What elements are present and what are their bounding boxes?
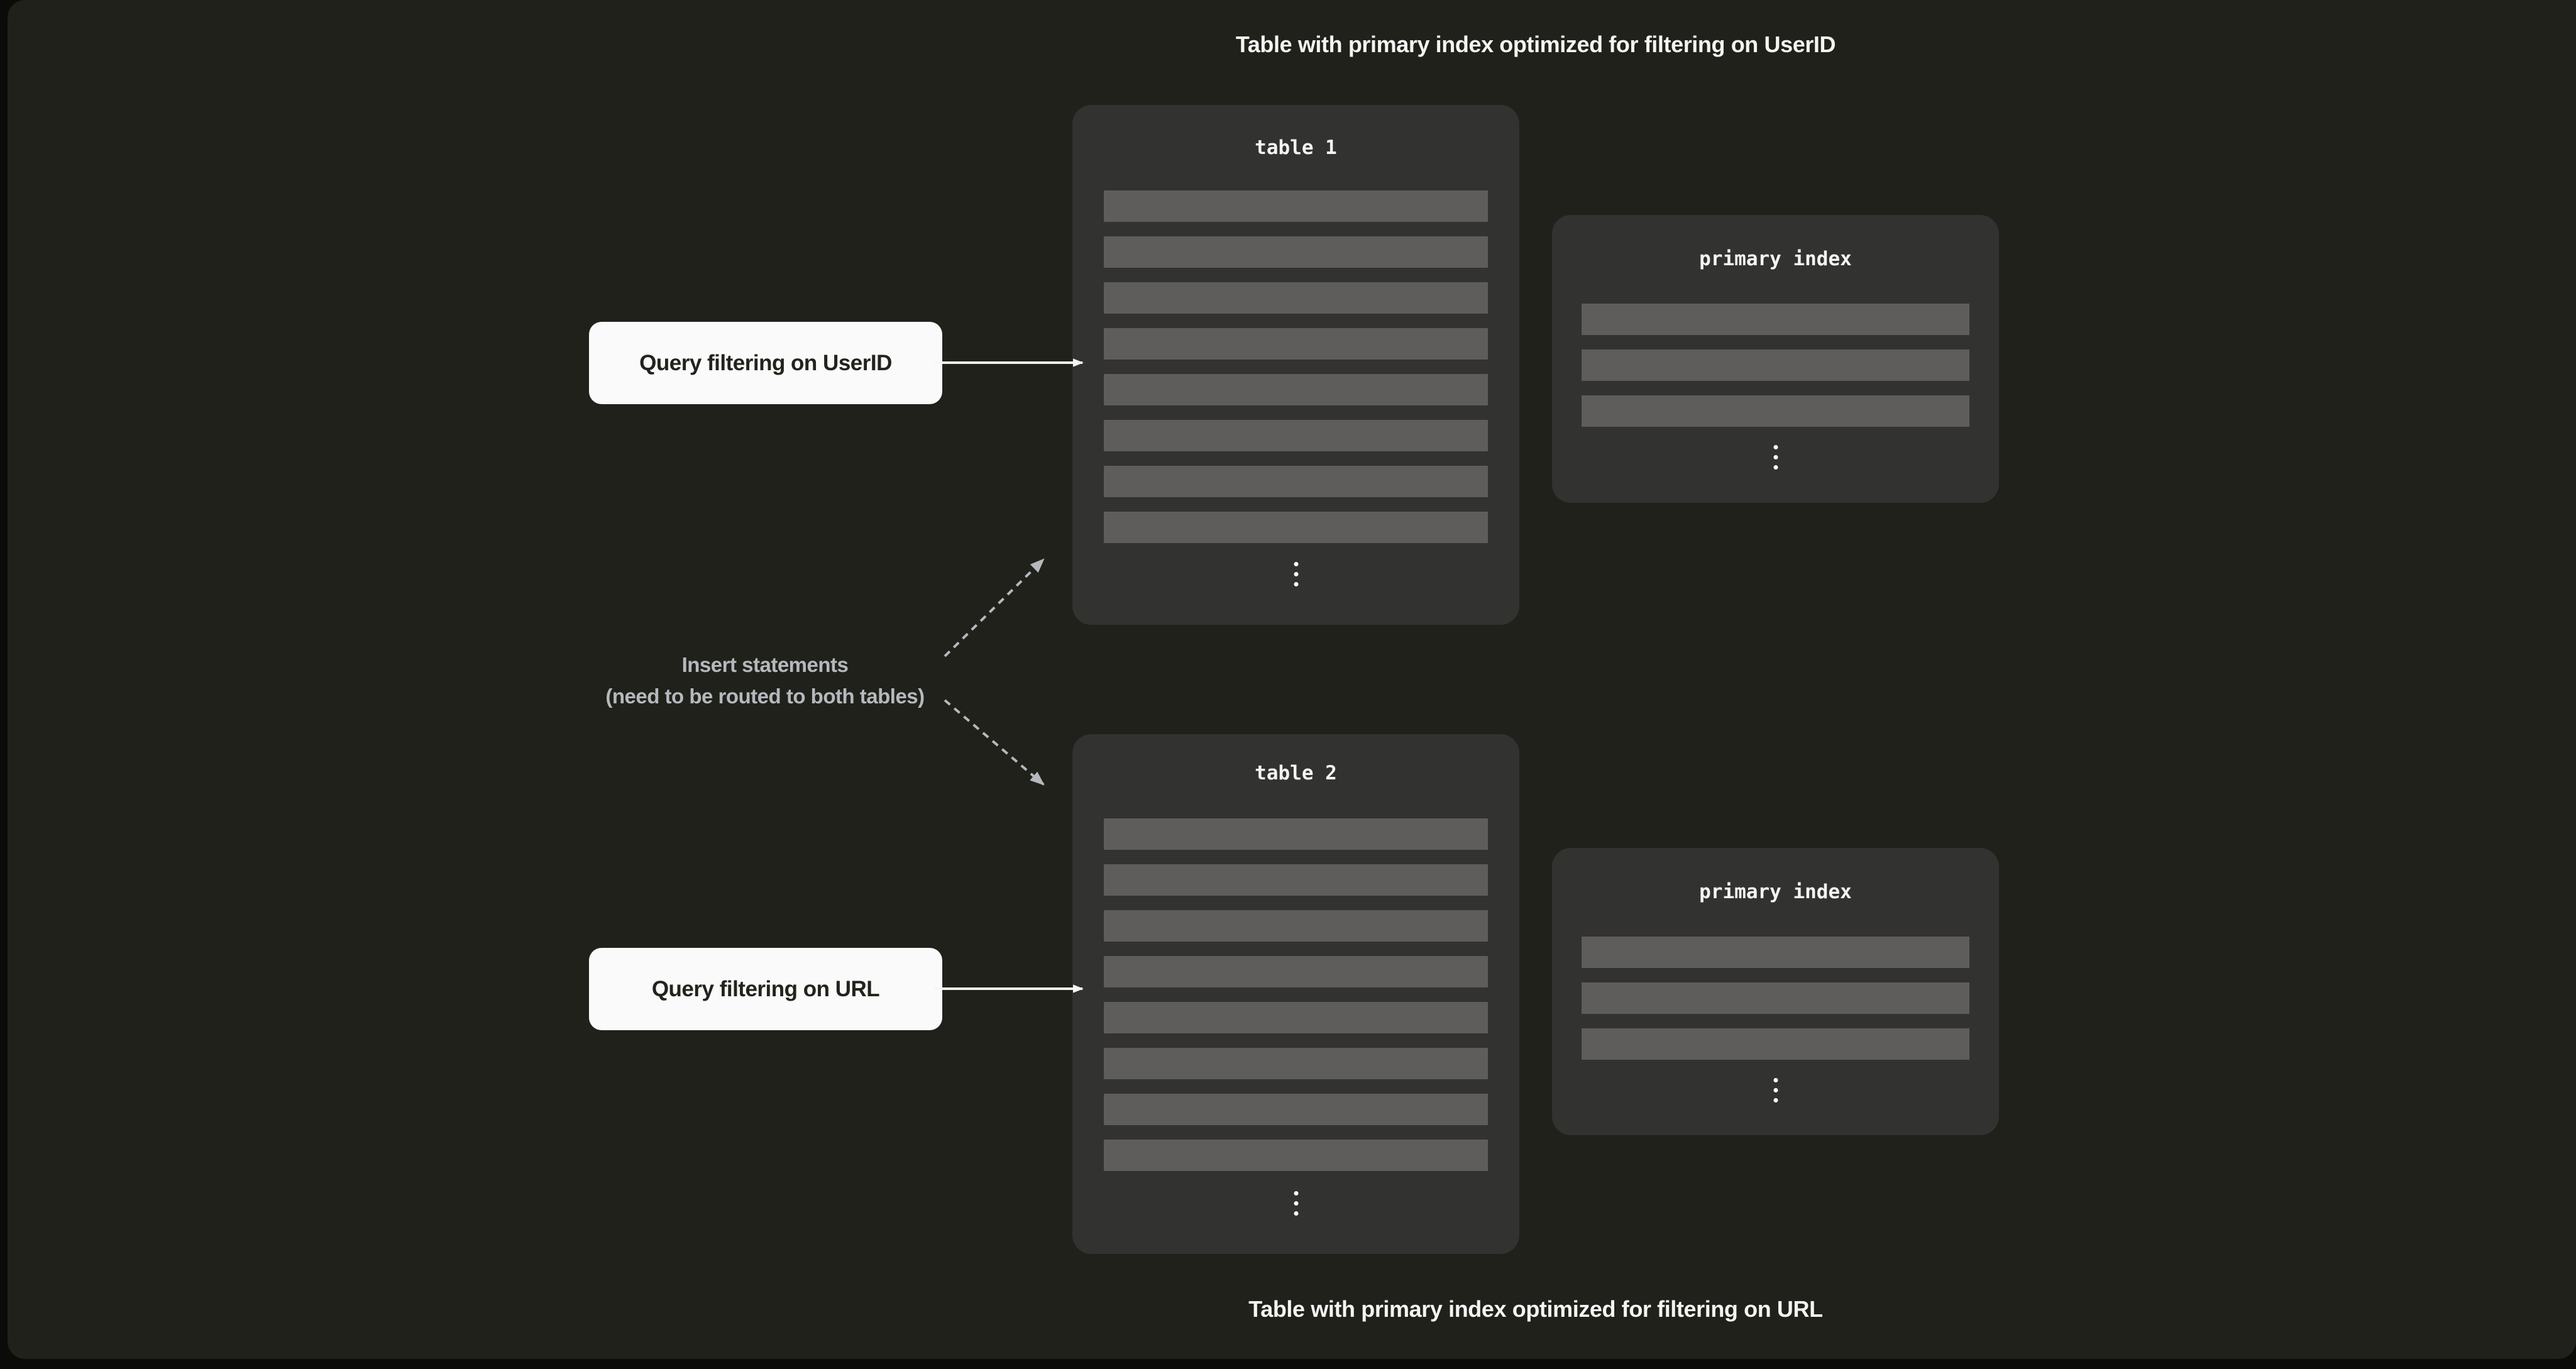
table2-box: table 2: [1072, 734, 1519, 1254]
record-row: [1104, 236, 1488, 268]
primary-index1-title: primary index: [1699, 248, 1852, 270]
record-row: [1104, 1094, 1488, 1125]
record-row: [1104, 282, 1488, 314]
record-row: [1582, 395, 1969, 427]
record-row: [1104, 466, 1488, 497]
record-row: [1104, 818, 1488, 850]
caption-top: Table with primary index optimized for f…: [1235, 31, 1836, 57]
record-row: [1104, 512, 1488, 543]
record-row: [1104, 1048, 1488, 1079]
table2-rows: [1104, 818, 1488, 1185]
record-row: [1104, 420, 1488, 451]
record-row: [1582, 1028, 1969, 1060]
record-row: [1582, 982, 1969, 1014]
record-row: [1104, 1140, 1488, 1171]
vertical-ellipsis-icon: [1294, 562, 1298, 586]
query-userid-label: Query filtering on UserID: [589, 322, 942, 404]
query-url-label: Query filtering on URL: [589, 948, 942, 1030]
insert-statements-note: Insert statements (need to be routed to …: [545, 649, 985, 712]
vertical-ellipsis-icon: [1773, 1078, 1778, 1102]
table1-box: table 1: [1072, 105, 1519, 625]
record-row: [1104, 956, 1488, 987]
query-userid-label-text: Query filtering on UserID: [639, 350, 892, 375]
query-url-label-text: Query filtering on URL: [651, 976, 880, 1001]
record-row: [1582, 349, 1969, 381]
record-row: [1104, 190, 1488, 222]
insert-statements-line2: (need to be routed to both tables): [605, 684, 925, 708]
table1-rows: [1104, 190, 1488, 558]
primary-index1-rows: [1582, 304, 1969, 441]
diagram-surface: Table with primary index optimized for f…: [8, 0, 2576, 1359]
vertical-ellipsis-icon: [1773, 445, 1778, 470]
record-row: [1104, 1002, 1488, 1033]
record-row: [1104, 910, 1488, 942]
record-row: [1582, 304, 1969, 335]
record-row: [1104, 328, 1488, 360]
primary-index1-box: primary index: [1552, 215, 1999, 503]
primary-index2-rows: [1582, 937, 1969, 1074]
primary-index2-box: primary index: [1552, 848, 1999, 1135]
table1-title: table 1: [1255, 136, 1337, 159]
record-row: [1104, 374, 1488, 405]
record-row: [1104, 864, 1488, 896]
vertical-ellipsis-icon: [1294, 1191, 1298, 1216]
insert-statements-line1: Insert statements: [681, 653, 849, 676]
primary-index2-title: primary index: [1699, 881, 1852, 903]
record-row: [1582, 937, 1969, 968]
table2-title: table 2: [1255, 762, 1337, 784]
caption-bottom: Table with primary index optimized for f…: [1248, 1296, 1823, 1322]
